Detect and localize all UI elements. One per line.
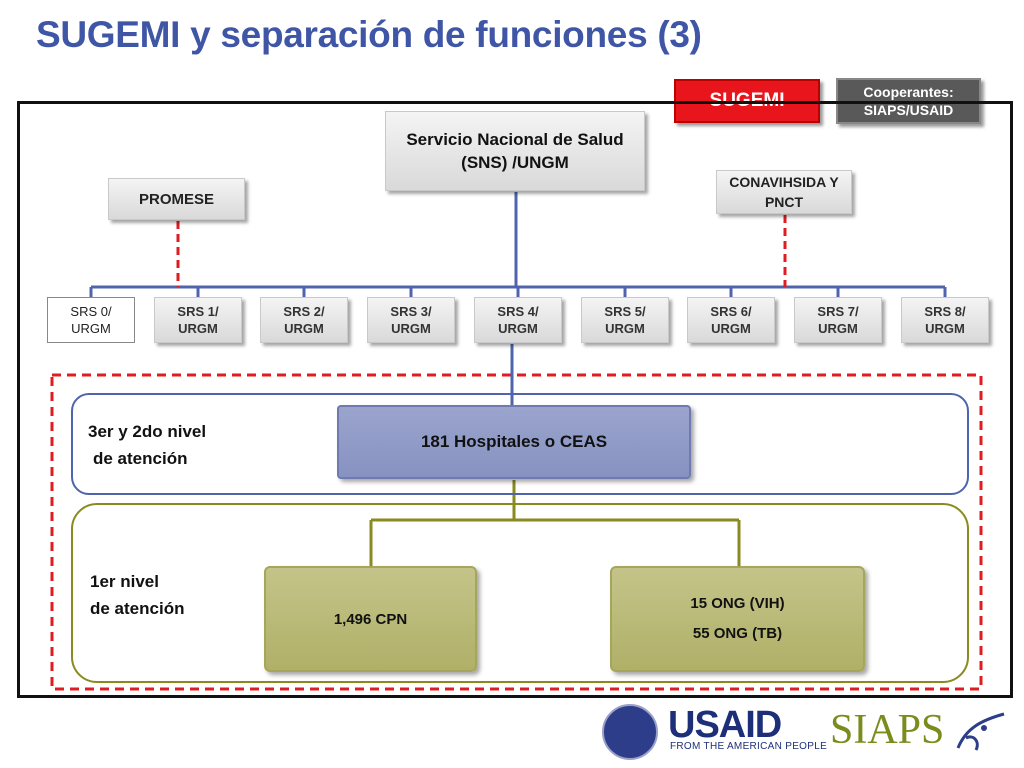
second-third-level-band (71, 393, 969, 495)
hospitals-box: 181 Hospitales o CEAS (337, 405, 691, 479)
siaps-swoosh-icon (956, 712, 1005, 751)
srs-line2: URGM (925, 321, 965, 336)
siaps-logo-text: SIAPS (830, 707, 945, 753)
usaid-tagline: FROM THE AMERICAN PEOPLE (670, 741, 828, 752)
srs-drop-lines (89, 287, 947, 297)
cooperantes-line2: SIAPS/USAID (863, 102, 954, 118)
ong-line1: 15 ONG (VIH) (690, 595, 785, 612)
srs-box-4: SRS 4/URGM (474, 297, 562, 343)
srs-line2: URGM (284, 321, 324, 336)
conav-line2: PNCT (764, 194, 804, 210)
srs-line2: URGM (71, 321, 111, 336)
level1-line1: 1er nivel (90, 572, 159, 591)
srs-line1: SRS 0/ (70, 304, 112, 319)
srs-line2: URGM (498, 321, 538, 336)
srs-line2: URGM (391, 321, 431, 336)
cpn-box: 1,496 CPN (264, 566, 477, 672)
level2-line1: 3er y 2do nivel (88, 422, 207, 441)
srs-line2: URGM (818, 321, 858, 336)
level1-line2: de atención (90, 599, 185, 618)
page-title: SUGEMI y separación de funciones (3) (36, 14, 702, 55)
srs-line1: SRS 4/ (497, 304, 539, 319)
conavihsida-box: CONAVIHSIDA Y PNCT (716, 170, 852, 214)
srs-box-5: SRS 5/URGM (581, 297, 669, 343)
srs-box-2: SRS 2/URGM (260, 297, 348, 343)
srs-line1: SRS 8/ (924, 304, 966, 319)
srs-box-7: SRS 7/URGM (794, 297, 882, 343)
cooperantes-line1: Cooperantes: (863, 84, 954, 100)
ong-line2: 55 ONG (TB) (692, 625, 783, 642)
srs-box-6: SRS 6/URGM (687, 297, 775, 343)
first-level-label: 1er nivel de atención (90, 568, 184, 622)
srs-line2: URGM (605, 321, 645, 336)
srs-line1: SRS 2/ (283, 304, 325, 319)
red-dashed-area (50, 373, 983, 691)
usaid-seal-icon (602, 704, 658, 760)
srs-box-0: SRS 0/URGM (47, 297, 135, 343)
srs-box-8: SRS 8/URGM (901, 297, 989, 343)
second-third-level-label: 3er y 2do nivel de atención (88, 418, 206, 472)
srs-line1: SRS 5/ (604, 304, 646, 319)
first-level-band (71, 503, 969, 683)
usaid-logo-text: USAID (668, 704, 782, 746)
sns-line1: Servicio Nacional de Salud (406, 130, 624, 149)
ong-box: 15 ONG (VIH) 55 ONG (TB) (610, 566, 865, 672)
srs-box-1: SRS 1/URGM (154, 297, 242, 343)
srs-line1: SRS 3/ (390, 304, 432, 319)
sns-box: Servicio Nacional de Salud (SNS) /UNGM (385, 111, 645, 191)
srs-line1: SRS 1/ (177, 304, 219, 319)
srs-box-3: SRS 3/URGM (367, 297, 455, 343)
srs-line2: URGM (711, 321, 751, 336)
promese-box: PROMESE (108, 178, 245, 220)
conav-line1: CONAVIHSIDA Y (729, 174, 839, 190)
srs-line2: URGM (178, 321, 218, 336)
srs-line1: SRS 6/ (710, 304, 752, 319)
level2-line2: de atención (93, 449, 188, 468)
srs-line1: SRS 7/ (817, 304, 859, 319)
sns-line2: (SNS) /UNGM (461, 153, 569, 172)
diagram-frame (17, 101, 1013, 698)
